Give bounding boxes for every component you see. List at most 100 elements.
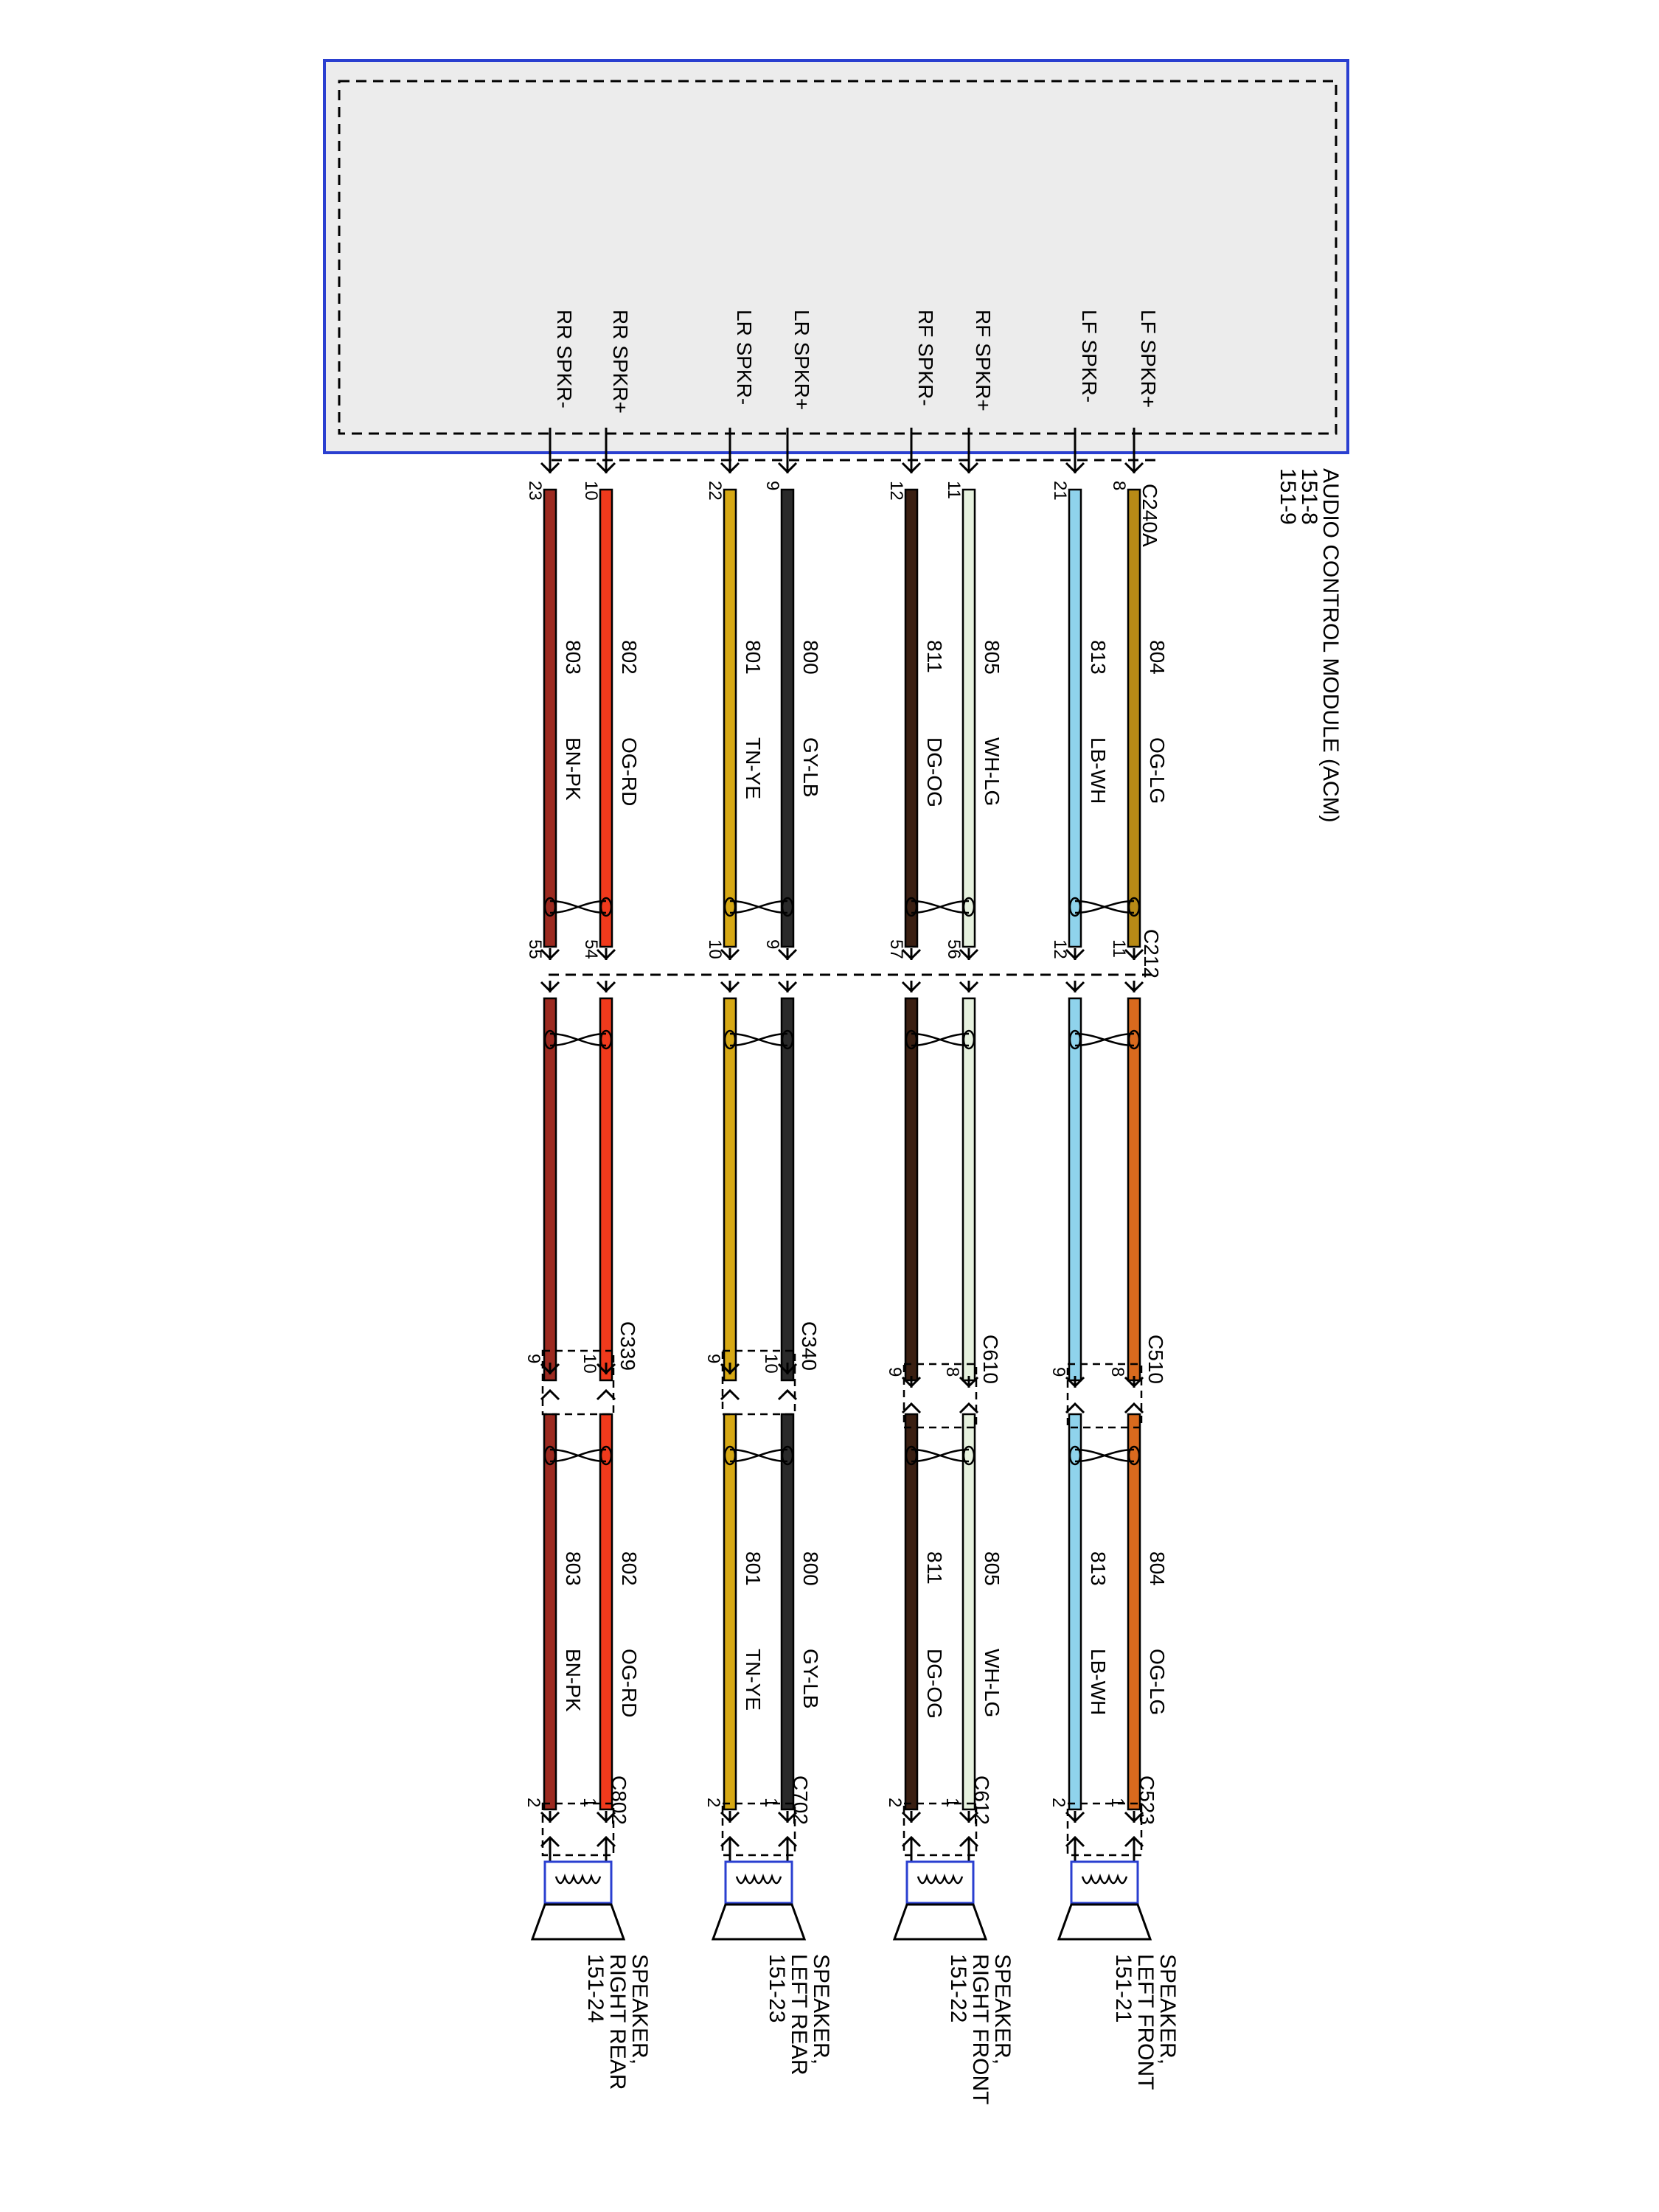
speaker-name: SPEAKER, bbox=[809, 1954, 833, 2065]
body-connector-pin: 9 bbox=[1048, 1367, 1068, 1377]
c212-pin-number: 57 bbox=[886, 939, 906, 959]
body-connector-terminal bbox=[720, 1363, 740, 1375]
circuit-number: 813 bbox=[1087, 1551, 1110, 1586]
speaker-cone-icon bbox=[530, 1903, 626, 1941]
wire-segment-2 bbox=[723, 997, 737, 1382]
wire-segment-1 bbox=[961, 488, 976, 948]
speaker-connector-label: C523 bbox=[1135, 1775, 1158, 1825]
speaker-connector-pin: 1 bbox=[761, 1798, 781, 1807]
acm-pin-label: RF SPKR- bbox=[914, 310, 937, 406]
speaker-ref: 151-22 bbox=[946, 1954, 970, 2023]
c212-pin-number: 55 bbox=[525, 939, 545, 959]
speaker-connector-pin: 1 bbox=[580, 1798, 599, 1807]
wire-segment-1 bbox=[1127, 488, 1141, 948]
acm-ref-1: 151-8 bbox=[1297, 468, 1321, 525]
circuit-number: 811 bbox=[923, 1551, 946, 1585]
speaker-connector-box bbox=[1066, 1802, 1143, 1857]
c212-pin-number: 11 bbox=[1109, 939, 1129, 958]
body-connector-pin: 9 bbox=[524, 1354, 543, 1363]
wire-segment-1 bbox=[599, 488, 613, 948]
c212-terminal-a bbox=[959, 948, 979, 961]
speaker-coil-icon bbox=[1081, 1874, 1128, 1885]
speaker-ref: 151-23 bbox=[765, 1954, 789, 2023]
c212-terminal-b bbox=[959, 981, 979, 993]
speaker-cone-icon bbox=[1057, 1903, 1152, 1941]
acm-pin-label: LF SPKR+ bbox=[1137, 310, 1160, 408]
wire-segment-1 bbox=[543, 488, 557, 948]
c212-terminal-b bbox=[540, 981, 560, 993]
twisted-pair-marker bbox=[543, 1445, 613, 1466]
wire-color-code: GY-LB bbox=[799, 1649, 822, 1708]
speaker-connector-label: C702 bbox=[789, 1775, 812, 1825]
wire-color-code: DG-OG bbox=[923, 737, 946, 807]
twisted-pair-marker bbox=[1068, 1445, 1141, 1466]
speaker-name: SPEAKER, bbox=[1155, 1954, 1180, 2065]
circuit-number: 800 bbox=[799, 1551, 822, 1586]
c212-terminal-a bbox=[1065, 948, 1085, 961]
c212-terminal-b bbox=[720, 981, 740, 993]
acm-pin-number: 11 bbox=[944, 481, 964, 499]
body-connector-terminal bbox=[596, 1388, 616, 1401]
acm-pin-label: RR SPKR- bbox=[553, 310, 576, 408]
wire-color-code: GY-LB bbox=[799, 737, 822, 797]
speaker-coil-icon bbox=[554, 1874, 602, 1885]
body-connector-box bbox=[541, 1349, 615, 1416]
speaker-connector-box bbox=[541, 1802, 615, 1857]
body-connector-label: C339 bbox=[616, 1321, 639, 1371]
wire-segment-3 bbox=[723, 1413, 737, 1811]
acm-module-box bbox=[323, 59, 1349, 454]
c212-terminal-a bbox=[596, 948, 616, 961]
body-connector-label: C340 bbox=[798, 1321, 821, 1371]
body-connector-pin: 8 bbox=[942, 1367, 962, 1377]
acm-pin-number: 9 bbox=[762, 481, 782, 490]
twisted-pair-marker bbox=[543, 897, 613, 917]
speaker-connector-pin: 2 bbox=[524, 1798, 543, 1807]
speaker-position: LEFT FRONT bbox=[1133, 1954, 1158, 2090]
body-connector-terminal bbox=[1124, 1402, 1144, 1414]
body-connector-pin: 10 bbox=[761, 1354, 781, 1374]
wire-color-code: LB-WH bbox=[1087, 737, 1110, 804]
body-connector-terminal bbox=[777, 1388, 798, 1401]
acm-module-inner-dashed bbox=[338, 80, 1338, 435]
wire-segment-1 bbox=[723, 488, 737, 948]
acm-ref-2: 151-9 bbox=[1276, 468, 1300, 525]
body-connector-terminal bbox=[596, 1363, 616, 1375]
body-connector-terminal bbox=[540, 1363, 560, 1375]
wire-segment-3 bbox=[961, 1413, 976, 1811]
wire-color-code: WH-LG bbox=[981, 1649, 1004, 1717]
speaker-position: RIGHT FRONT bbox=[968, 1954, 992, 2104]
wire-color-code: OG-LG bbox=[1146, 737, 1169, 804]
circuit-number: 802 bbox=[618, 640, 641, 675]
c212-terminal-a bbox=[540, 948, 560, 961]
c212-terminal-b bbox=[1065, 981, 1085, 993]
wire-color-code: DG-OG bbox=[923, 1649, 946, 1719]
body-connector-pin: 9 bbox=[703, 1354, 723, 1363]
c240a-label: C240A bbox=[1138, 484, 1161, 547]
c212-label: C212 bbox=[1140, 929, 1163, 978]
circuit-number: 813 bbox=[1087, 640, 1110, 675]
acm-pin-number: 21 bbox=[1050, 481, 1070, 501]
wire-color-code: TN-YE bbox=[742, 1649, 765, 1711]
body-connector-terminal bbox=[901, 1376, 922, 1388]
c212-terminal-b bbox=[901, 981, 922, 993]
c212-terminal-b bbox=[777, 981, 798, 993]
acm-pin-number: 8 bbox=[1109, 481, 1129, 490]
body-connector-pin: 10 bbox=[580, 1354, 599, 1374]
c212-terminal-a bbox=[777, 948, 798, 961]
body-connector-box bbox=[902, 1363, 978, 1429]
speaker-position: LEFT REAR bbox=[787, 1954, 811, 2076]
circuit-number: 804 bbox=[1146, 1551, 1169, 1586]
twisted-pair-marker bbox=[905, 1029, 975, 1050]
twisted-pair-marker bbox=[1068, 1029, 1141, 1050]
c240a-terminal bbox=[777, 462, 798, 474]
wire-segment-2 bbox=[543, 997, 557, 1382]
speaker-cone-icon bbox=[892, 1903, 988, 1941]
speaker-cone-icon bbox=[711, 1903, 807, 1941]
c212-pin-number: 9 bbox=[762, 939, 782, 949]
speaker-connector-pin: 1 bbox=[942, 1798, 962, 1807]
speaker-name: SPEAKER, bbox=[990, 1954, 1015, 2065]
twisted-pair-marker bbox=[723, 1445, 794, 1466]
